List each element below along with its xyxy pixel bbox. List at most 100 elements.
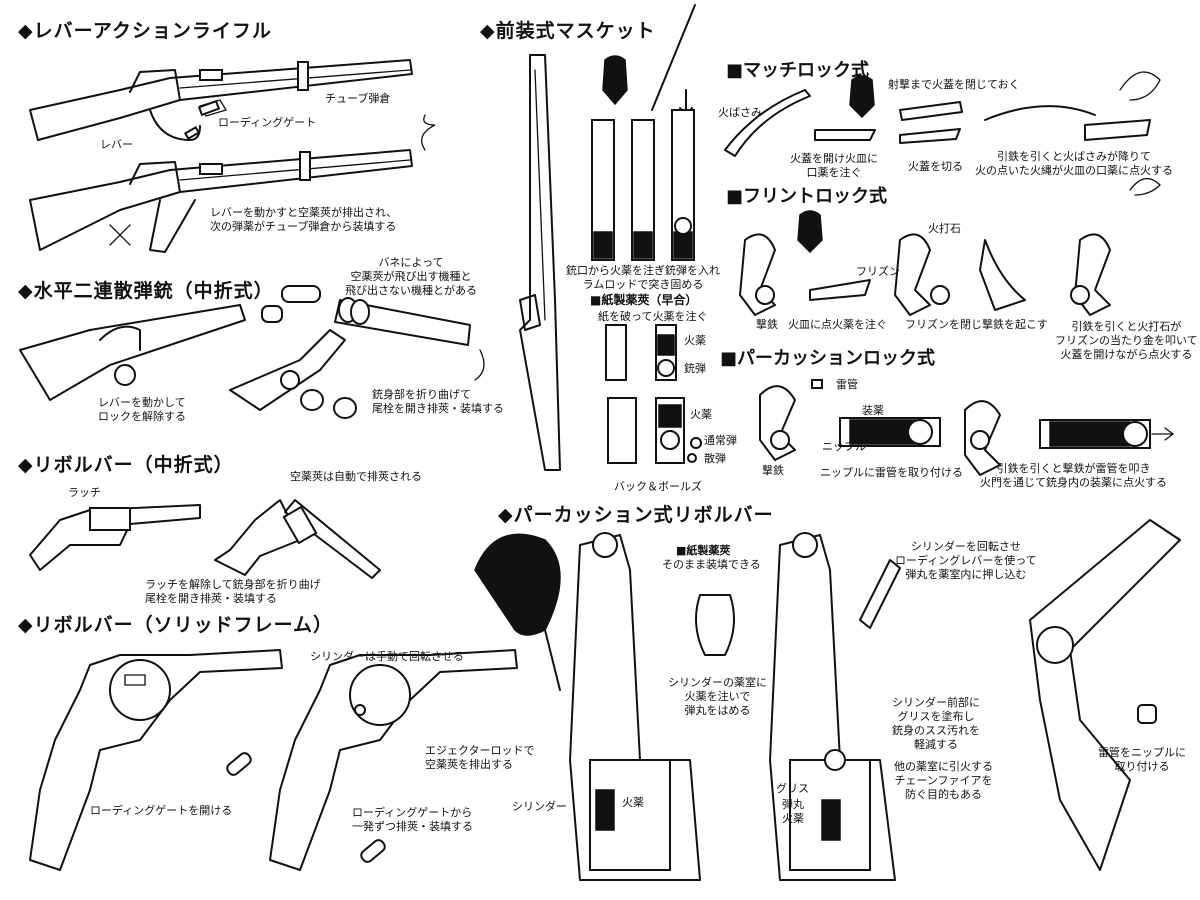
note-line: 軽減する <box>914 738 958 751</box>
lever-rifle-illustration-1 <box>29 59 413 141</box>
note-line: 空薬莢を排出する <box>425 758 513 771</box>
caption-line: 引鉄を引くと火ばさみが降りて <box>997 150 1151 163</box>
rotate-note: シリンダーを回転させ ローディングレバーを使って 弾丸を薬室内に押し込む <box>895 540 1037 582</box>
percussion-cap-1: ニップルに雷管を取り付ける <box>820 466 963 479</box>
pr-powder-label-2: 火薬 <box>782 812 804 825</box>
serpentine-label: 火ばさみ <box>718 106 762 119</box>
caption-line: 尾栓を開き排莢・装填する <box>372 402 504 415</box>
caption-line: 口薬を注ぐ <box>806 166 862 179</box>
caption-line: ラムロッドで突き固める <box>582 278 704 291</box>
matchlock-cap-3: 引鉄を引くと火ばさみが降りて 火の点いた火縄が火皿の口薬に点火する <box>975 150 1173 178</box>
solid-revolver-title: ◆リボルバー（ソリッドフレーム） <box>18 614 334 636</box>
shell-icon <box>261 305 283 323</box>
double-barrel-caption-right: 銃身部を折り曲げて 尾栓を開き排莢・装填する <box>372 388 504 416</box>
solid-revolver-eject-illustration <box>269 649 518 871</box>
note-line: 空薬莢が飛び出す機種と <box>350 270 472 283</box>
shell-icon <box>281 285 321 303</box>
loading-gate-label: ローディングゲート <box>218 116 317 129</box>
lever-caption-line: 次の弾薬がチューブ弾倉から装填する <box>210 220 397 233</box>
note-line: 火薬を注いで <box>684 690 751 703</box>
caption-line: 火蓋を開け火皿に <box>790 152 878 165</box>
note-line: シリンダーの薬室に <box>668 676 767 689</box>
double-barrel-note: バネによって 空薬莢が飛び出す機種と 飛び出さない機種とがある <box>345 256 477 298</box>
cap-label: 雷管 <box>836 378 858 391</box>
ejector-note: エジェクターロッドで 空薬莢を排出する <box>425 744 535 772</box>
powder-flask-icon <box>602 55 628 106</box>
flintlock-title: ■フリントロック式 <box>726 186 888 207</box>
percussion-revolver-title: ◆パーカッション式リボルバー <box>498 504 774 526</box>
percussion-hammer-label: 撃鉄 <box>762 464 784 477</box>
cartridge-icon <box>226 752 252 776</box>
double-barrel-title: ◆水平二連散弾銃（中折式） <box>18 280 274 302</box>
chamber-note: シリンダーの薬室に 火薬を注いで 弾丸をはめる <box>668 676 767 718</box>
shotgun-closed-illustration <box>19 304 246 401</box>
paper-cartridges-illustration <box>605 324 702 464</box>
caption-line: 尾栓を開き排莢・装填する <box>145 592 277 605</box>
caption-line: 引鉄を引くと撃鉄が雷管を叩き <box>996 462 1151 475</box>
caption-line: 火門を通じて銃身内の装薬に点火する <box>980 476 1167 489</box>
pr-paper-title: ■紙製薬莢 <box>676 544 731 557</box>
matchlock-cap-2: 火蓋を切る <box>908 160 963 173</box>
double-barrel-caption-left: レバーを動かして ロックを解除する <box>98 396 186 424</box>
paper-cartridge-note: 紙を破って火薬を注ぐ <box>598 310 708 323</box>
flintlock-cap-3: 引鉄を引くと火打石が フリズンの当たり金を叩いて 火蓋を開けながら点火する <box>1055 320 1198 362</box>
caption-line: 引鉄を引くと火打石が <box>1071 320 1182 333</box>
flintlock-illustration <box>739 178 1161 316</box>
shell-icon <box>300 389 324 411</box>
caption-line: 銃口から火薬を注ぎ銃弾を入れ <box>566 264 720 277</box>
chainfire-note: 他の薬室に引火する チェーンファイアを 防ぐ目的もある <box>894 760 993 802</box>
caption-line: 銃身部を折り曲げて <box>372 388 471 401</box>
shotgun-open-illustration <box>229 297 485 411</box>
solid-revolver-gate-illustration <box>29 649 283 871</box>
lever-label: レバー <box>100 138 133 151</box>
note-line: 飛び出さない機種とがある <box>345 284 477 297</box>
note-line: チェーンファイアを <box>894 774 993 787</box>
open-gate-note: ローディングゲートを開ける <box>90 804 233 817</box>
ramrod-icon <box>651 4 696 111</box>
lever-action-title: ◆レバーアクションライフル <box>18 20 272 42</box>
caption-line: レバーを動かして <box>98 396 186 409</box>
lever-action-caption: レバーを動かすと空薬莢が排出され、 次の弾薬がチューブ弾倉から装填する <box>210 206 397 234</box>
grease-label: グリス <box>776 782 809 795</box>
tube-magazine-label: チューブ弾倉 <box>325 92 391 105</box>
flintlock-cap-1: 火皿に点火薬を注ぐ <box>788 318 887 331</box>
musket-load-caption: 銃口から火薬を注ぎ銃弾を入れ ラムロッドで突き固める <box>566 264 720 292</box>
note-line: 他の薬室に引火する <box>894 760 993 773</box>
musket-title: ◆前装式マスケット <box>480 20 656 42</box>
note-line: 一発ずつ排莢・装填する <box>352 820 473 833</box>
caption-line: 火の点いた火縄が火皿の口薬に点火する <box>975 164 1173 177</box>
note-line: グリスを塗布し <box>897 710 975 723</box>
note-line: シリンダー前部に <box>892 696 980 709</box>
reload-note: ローディングゲートから 一発ずつ排莢・装填する <box>352 806 473 834</box>
note-line: 弾丸をはめる <box>684 704 751 717</box>
normal-ball-label: 通常弾 <box>704 434 737 447</box>
bullet-label: 銃弾 <box>684 362 706 375</box>
cylinder-label: シリンダー <box>512 800 567 813</box>
flint-hammer-label: 撃鉄 <box>756 318 778 331</box>
percussion-lock-illustration <box>759 379 1175 476</box>
musket-illustration <box>519 54 561 471</box>
cartridge-icon <box>360 839 386 863</box>
note-line: シリンダーを回転させ <box>910 540 1021 553</box>
matchlock-cap-1: 火蓋を開け火皿に 口薬を注ぐ <box>790 152 878 180</box>
note-line: バネによって <box>378 256 444 269</box>
latch-label: ラッチ <box>68 486 101 499</box>
caption-line: ラッチを解除して銃身部を折り曲げ <box>145 578 321 591</box>
break-revolver-closed-illustration <box>29 504 201 571</box>
percussion-lock-title: ■パーカッションロック式 <box>720 348 936 369</box>
flintlock-cap-2: フリズンを閉じ撃鉄を起こす <box>905 318 1048 331</box>
break-revolver-open-illustration <box>214 499 381 579</box>
percussion-cap-2: 引鉄を引くと撃鉄が雷管を叩き 火門を通じて銃身内の装薬に点火する <box>980 462 1167 490</box>
cartridge-icon <box>197 99 221 117</box>
matchlock-illustration <box>724 71 1161 157</box>
caption-line: 火蓋を開けながら点火する <box>1060 348 1193 361</box>
paper-cartridge-title: ■紙製薬莢（早合） <box>590 293 698 307</box>
note-line: 銃身のスス汚れを <box>892 724 980 737</box>
break-revolver-note: 空薬莢は自動で排莢される <box>290 470 422 483</box>
lever-caption-line: レバーを動かすと空薬莢が排出され、 <box>210 206 398 219</box>
buck-and-ball-label: バック＆ボールズ <box>614 480 702 493</box>
note-line: 弾丸を薬室内に押し込む <box>905 568 1027 581</box>
percussion-revolver-illustration <box>474 519 1181 881</box>
flint-label: 火打石 <box>928 222 961 235</box>
